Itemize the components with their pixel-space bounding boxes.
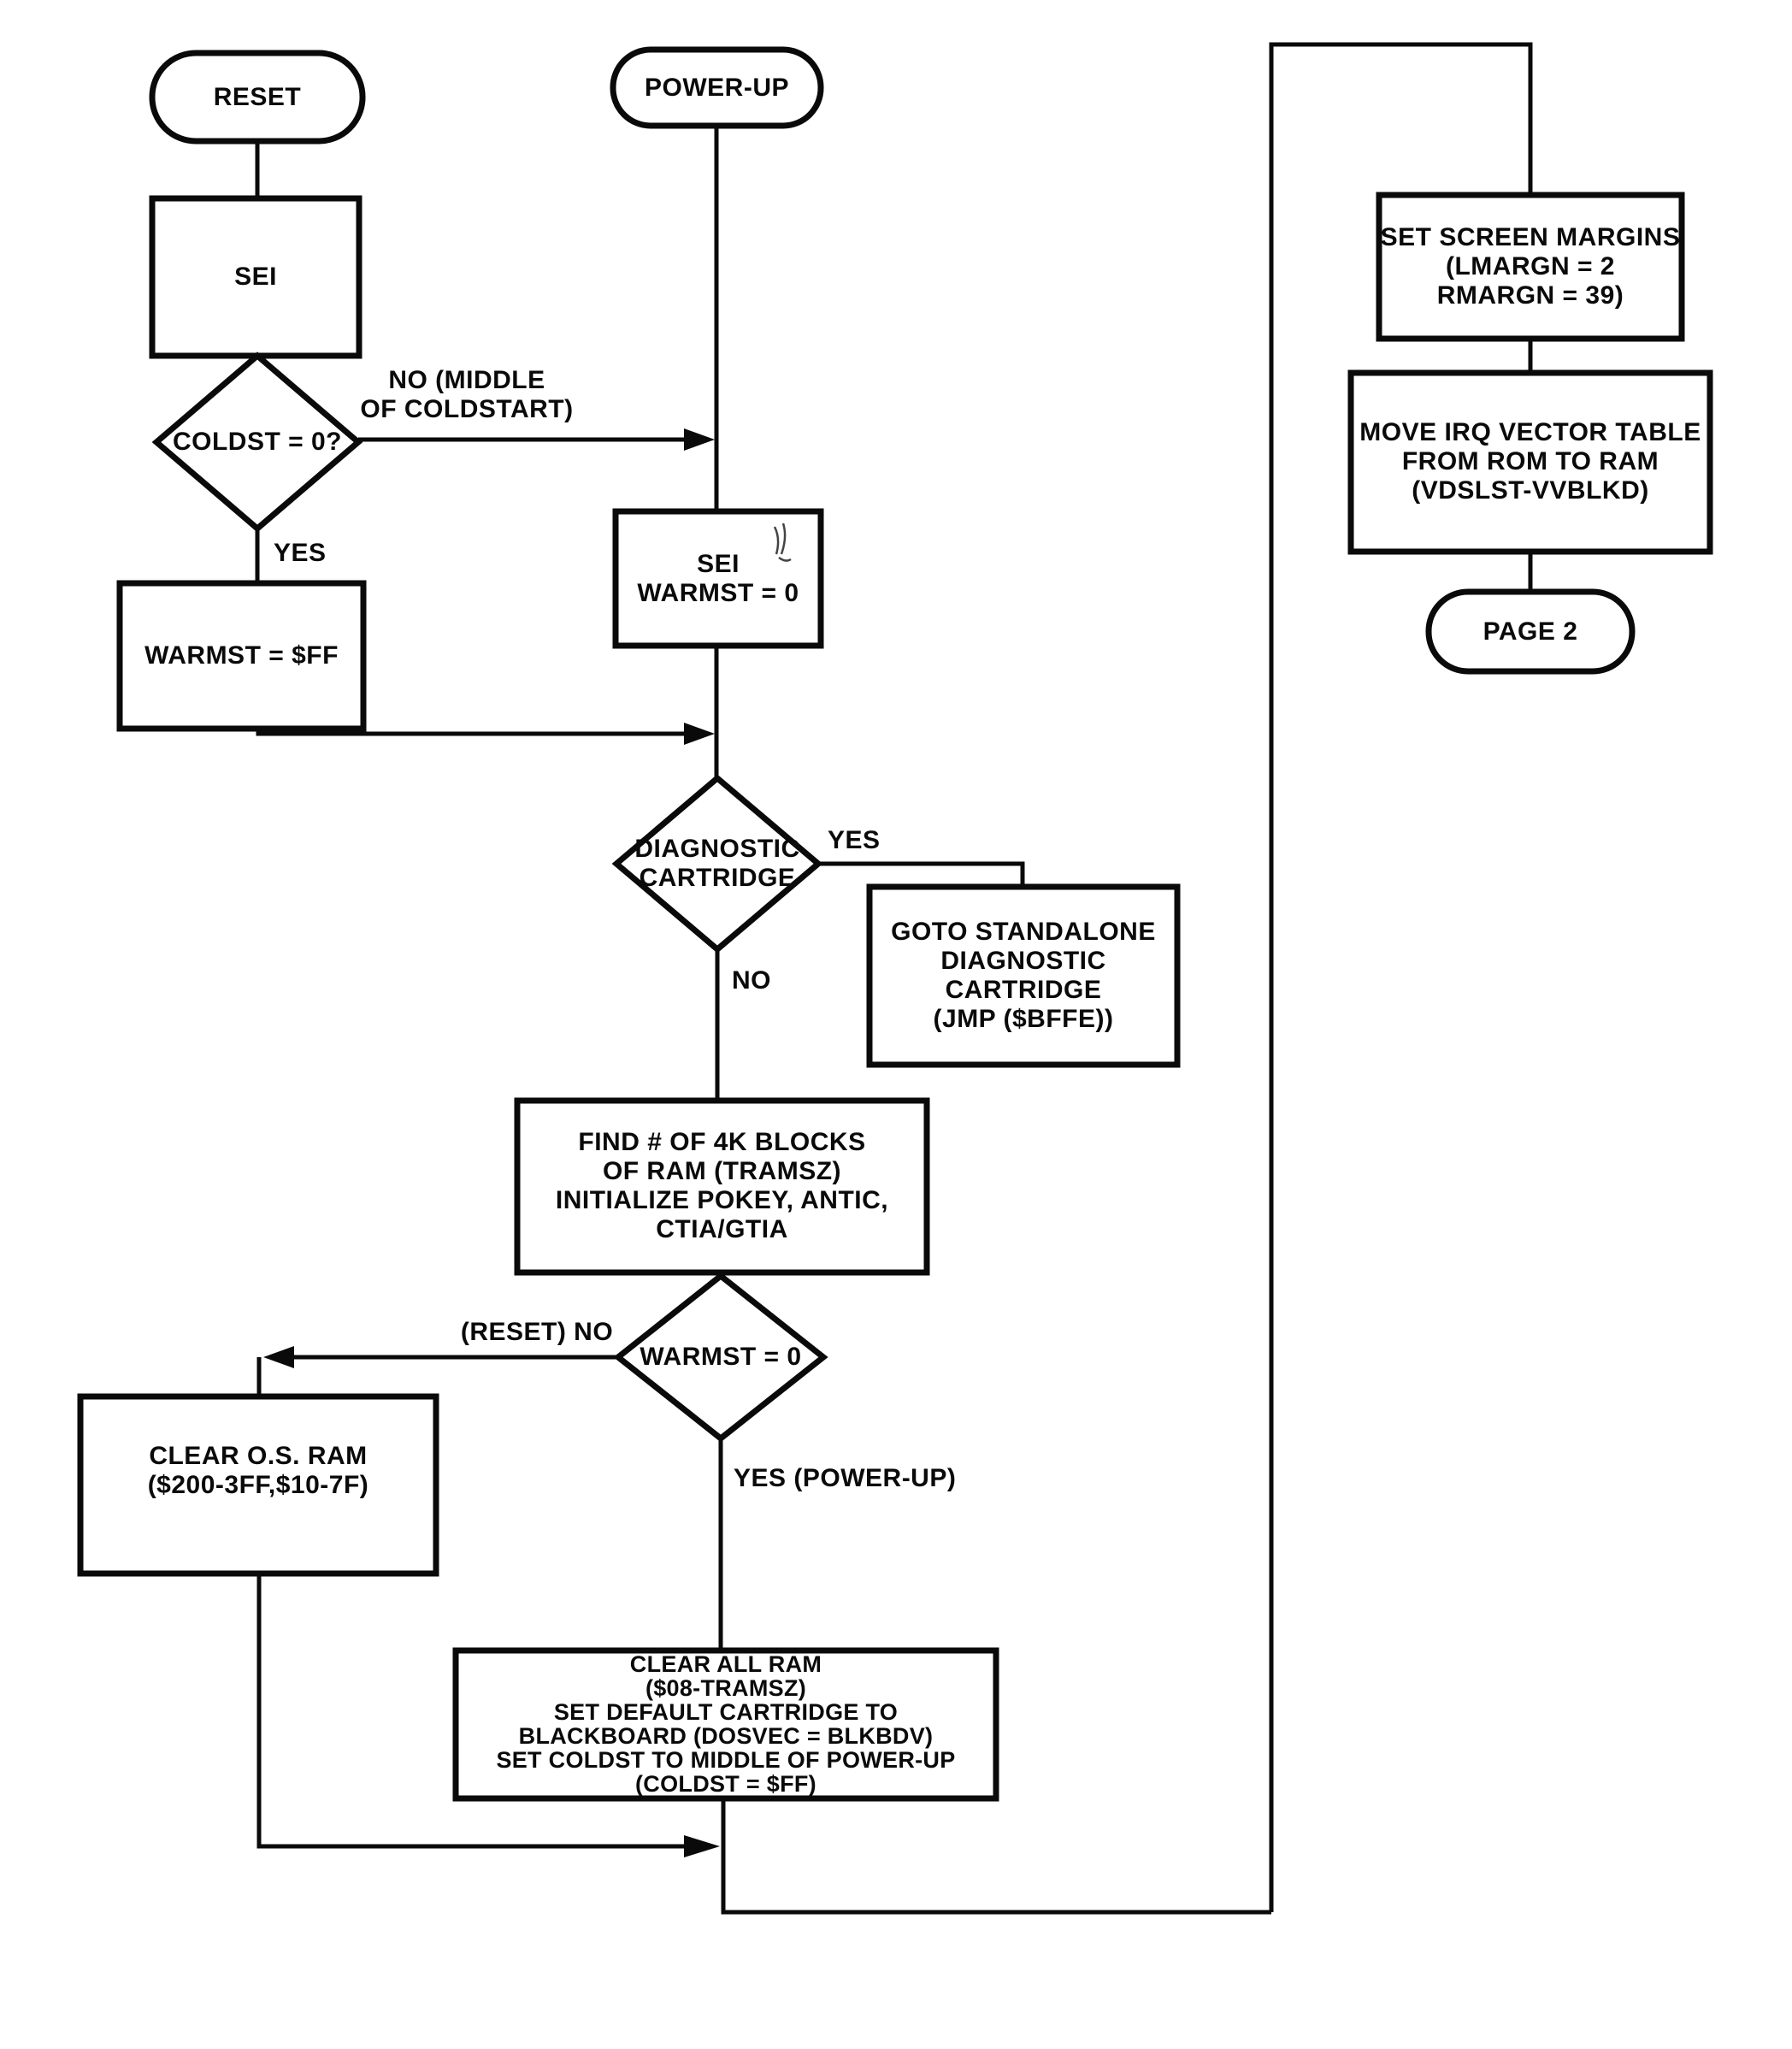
edge-label-coldst-no: NO (MIDDLE OF COLDSTART) [360,366,574,423]
edge-right-loop [1269,42,1533,1912]
process-clear-all-ram-shape [452,1647,999,1802]
terminal-power-up-label: POWER-UP [645,73,789,102]
process-warmst-ff-label: WARMST = $FF [144,641,339,670]
process-goto-diagnostic-label: GOTO STANDALONE DIAGNOSTIC CARTRIDGE (JM… [891,918,1156,1033]
terminal-reset-shape [149,50,366,145]
process-clear-all-ram-label: CLEAR ALL RAM ($08-TRAMSZ) SET DEFAULT C… [496,1651,956,1797]
arrowhead-clearos-merge [684,1835,720,1857]
arrowhead-warmst-no [263,1346,294,1368]
process-clear-os-ram-shape [77,1393,439,1577]
edge-label-warmst-yes: YES (POWER-UP) [734,1464,957,1492]
process-warmst-ff-shape [116,580,367,732]
arrowhead-coldst-no [684,428,715,451]
connector-lines [255,42,1533,1915]
terminal-power-up-shape [610,46,824,129]
scan-smudge-mark [773,523,792,562]
process-sei-warmst-0-shape [612,508,824,649]
process-find-ram-label: FIND # OF 4K BLOCKS OF RAM (TRAMSZ) INIT… [555,1128,889,1243]
edge-clearos-merge [256,1574,684,1849]
decision-diagnostic-cartridge-label: DIAGNOSTIC CARTRIDGE [634,835,800,892]
decision-warmst-shape [613,1272,828,1443]
process-sei-shape [149,195,363,359]
decision-warmst-label: WARMST = 0 [640,1343,802,1371]
terminal-page-2-shape [1425,588,1636,675]
arrowhead-warmstff-merge [684,723,715,745]
process-move-irq-label: MOVE IRQ VECTOR TABLE FROM ROM TO RAM (V… [1359,418,1701,505]
terminal-page-2-label: PAGE 2 [1483,617,1578,646]
terminal-reset-label: RESET [213,82,302,111]
process-set-screen-margins-label: SET SCREEN MARGINS (LMARGN = 2 RMARGN = … [1380,223,1681,310]
process-move-irq-shape [1347,369,1713,555]
edge-diagnostic-yes [818,861,1025,887]
edge-label-diagnostic-no: NO [732,966,771,995]
edge-label-warmst-no: (RESET) NO [460,1318,614,1346]
process-sei-warmst-0-label: SEI WARMST = 0 [637,549,799,607]
edge-clearall-out [721,1798,1271,1915]
process-clear-os-ram-label: CLEAR O.S. RAM ($200-3FF,$10-7F) [147,1442,369,1499]
decision-coldst-shape [151,351,363,533]
edge-label-diagnostic-yes: YES [828,826,881,854]
decision-coldst-label: COLDST = 0? [172,428,343,456]
process-set-screen-margins-shape [1376,192,1685,342]
edge-label-coldst-yes: YES [274,539,327,567]
process-goto-diagnostic-shape [866,883,1181,1068]
process-find-ram-shape [514,1097,930,1276]
process-sei-label: SEI [234,263,277,291]
decision-diagnostic-cartridge-shape [611,774,823,954]
